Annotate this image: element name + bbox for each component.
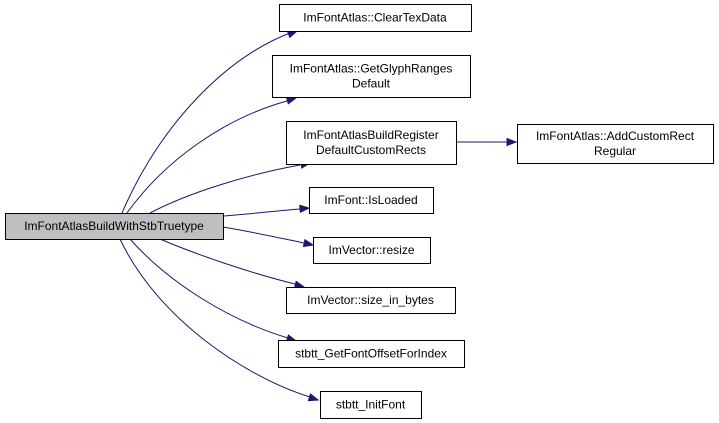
node-label: ImFontAtlas::GetGlyphRanges bbox=[290, 62, 453, 76]
node-box[interactable] bbox=[320, 391, 422, 419]
node-label: ImFontAtlasBuildWithStbTruetype bbox=[24, 219, 204, 233]
edge-root-n8 bbox=[129, 238, 298, 343]
edge-line bbox=[129, 238, 289, 339]
node-box[interactable] bbox=[313, 237, 431, 264]
node-box[interactable] bbox=[279, 4, 472, 32]
edge-root-n9 bbox=[119, 238, 320, 402]
edge-n3-n4 bbox=[456, 137, 518, 147]
arrowhead bbox=[302, 238, 315, 248]
node-label: Regular bbox=[594, 144, 636, 158]
node-label: ImVector::resize bbox=[328, 243, 414, 257]
node-box[interactable] bbox=[272, 55, 471, 98]
node-n5[interactable]: ImFont::IsLoaded bbox=[309, 187, 434, 214]
node-box[interactable] bbox=[517, 124, 714, 164]
node-box[interactable] bbox=[286, 121, 457, 165]
arrowhead bbox=[285, 96, 298, 105]
arrowhead bbox=[506, 137, 518, 147]
node-label: DefaultCustomRects bbox=[316, 143, 426, 157]
edge-root-n1 bbox=[121, 30, 299, 214]
edge-line bbox=[126, 100, 288, 214]
node-n8[interactable]: stbtt_GetFontOffsetForIndex bbox=[278, 340, 465, 368]
arrowhead bbox=[307, 393, 320, 402]
node-n9[interactable]: stbtt_InitFont bbox=[320, 391, 422, 419]
edge-line bbox=[149, 164, 301, 214]
node-n6[interactable]: ImVector::resize bbox=[313, 237, 431, 264]
node-box[interactable] bbox=[286, 287, 456, 314]
node-n1[interactable]: ImFontAtlas::ClearTexData bbox=[279, 4, 472, 32]
node-n7[interactable]: ImVector::size_in_bytes bbox=[286, 287, 456, 314]
edge-line bbox=[121, 32, 291, 214]
edge-line bbox=[222, 208, 301, 217]
edge-line bbox=[159, 238, 296, 285]
node-label: ImFontAtlasBuildRegister bbox=[303, 128, 438, 142]
node-n3[interactable]: ImFontAtlasBuildRegisterDefaultCustomRec… bbox=[286, 121, 457, 165]
edge-line bbox=[119, 238, 311, 398]
node-label: stbtt_InitFont bbox=[336, 398, 406, 412]
node-label: stbtt_GetFontOffsetForIndex bbox=[295, 347, 447, 361]
node-box[interactable] bbox=[5, 213, 224, 240]
edges-layer bbox=[119, 30, 518, 402]
node-box[interactable] bbox=[278, 340, 465, 368]
root-node[interactable]: ImFontAtlasBuildWithStbTruetype bbox=[5, 213, 224, 240]
edge-root-n3 bbox=[149, 160, 312, 214]
edge-root-n6 bbox=[222, 226, 315, 248]
node-label: Default bbox=[352, 77, 391, 91]
edge-root-n5 bbox=[222, 204, 311, 217]
node-label: ImFontAtlas::AddCustomRect bbox=[536, 129, 695, 143]
edge-line bbox=[222, 226, 305, 244]
edge-root-n7 bbox=[159, 238, 306, 289]
nodes-layer: ImFontAtlasBuildWithStbTruetype ImFontAtl… bbox=[5, 4, 714, 419]
node-label: ImVector::size_in_bytes bbox=[307, 293, 434, 307]
node-label: ImFontAtlas::ClearTexData bbox=[303, 11, 447, 25]
arrowhead bbox=[299, 204, 311, 214]
node-label: ImFont::IsLoaded bbox=[324, 193, 417, 207]
node-box[interactable] bbox=[309, 187, 434, 214]
